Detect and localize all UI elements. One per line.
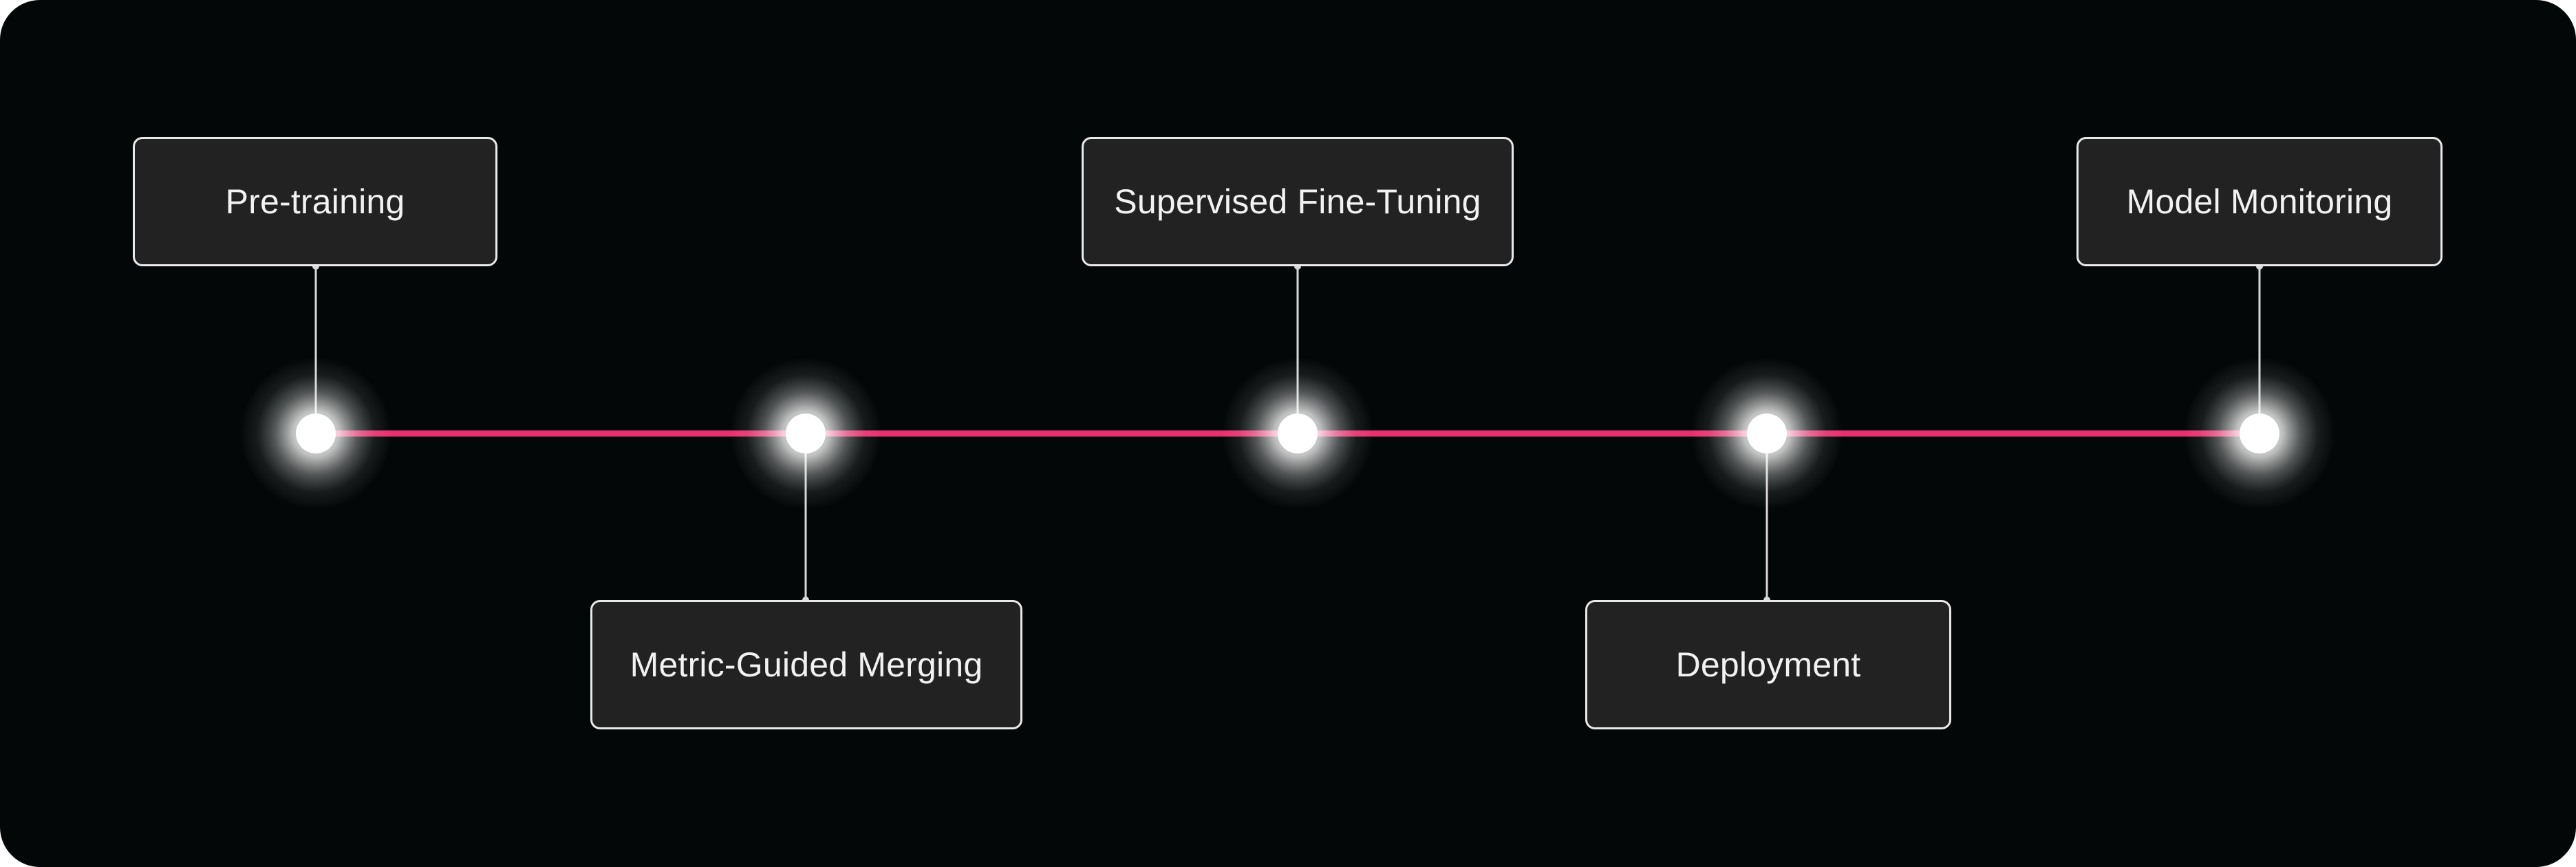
stage-label: Pre-training [225, 182, 405, 221]
timeline-node [2240, 414, 2279, 453]
stage-box-pre-training: Pre-training [133, 137, 497, 266]
stage-label: Supervised Fine-Tuning [1114, 182, 1481, 221]
timeline-node-group [240, 358, 2335, 509]
stage-label: Model Monitoring [2126, 182, 2393, 221]
timeline-node [786, 414, 826, 453]
stage-box-model-monitoring: Model Monitoring [2076, 137, 2443, 266]
stage-label: Deployment [1675, 645, 1861, 684]
timeline-node [1278, 414, 1318, 453]
timeline-node [1747, 414, 1787, 453]
stage-box-metric-guided-merging: Metric-Guided Merging [590, 600, 1022, 729]
timeline-node [296, 414, 336, 453]
stage-label: Metric-Guided Merging [630, 645, 983, 684]
stage-box-deployment: Deployment [1585, 600, 1951, 729]
stage-box-supervised-fine-tuning: Supervised Fine-Tuning [1082, 137, 1514, 266]
